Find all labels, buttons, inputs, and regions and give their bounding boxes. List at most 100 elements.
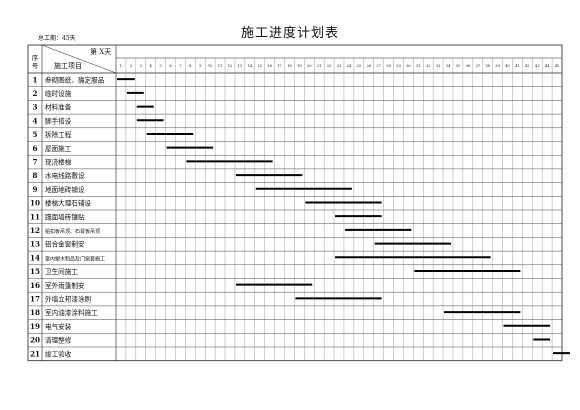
table-row: 3 材料准备	[32, 103, 154, 112]
row-number: 3	[32, 103, 37, 112]
day-number: 26	[366, 64, 371, 68]
task-name: 材料准备	[45, 103, 72, 112]
day-number: 43	[535, 64, 540, 68]
day-number: 4	[150, 64, 153, 68]
day-number: 15	[257, 64, 262, 68]
table-row: 19 电气安装	[30, 322, 551, 331]
row-number: 5	[32, 130, 37, 139]
task-name: 临时设施	[45, 89, 72, 98]
day-number: 23	[337, 64, 342, 68]
row-number: 19	[30, 322, 40, 331]
row-number: 21	[30, 349, 40, 358]
task-name: 室外雨篷制安	[45, 281, 85, 290]
day-number: 8	[189, 64, 192, 68]
day-number: 17	[277, 64, 282, 68]
task-name: 室内油漆涂料施工	[45, 308, 98, 317]
day-number: 32	[426, 64, 431, 68]
day-number: 45	[555, 64, 560, 68]
task-name: 拆除工程	[45, 130, 72, 139]
day-number: 25	[357, 64, 362, 68]
task-name: 脚手搭设	[45, 116, 72, 125]
day-number: 29	[396, 64, 401, 68]
day-number: 31	[416, 64, 421, 68]
task-name: 外墙立邦漆涂刷	[45, 295, 92, 304]
day-number: 35	[456, 64, 461, 68]
day-number: 41	[515, 64, 520, 68]
day-number: 42	[525, 64, 530, 68]
row-number: 11	[30, 212, 40, 221]
table-row: 13 铝合金窗制安	[30, 240, 451, 249]
day-number: 10	[208, 64, 213, 68]
task-name: 电气安装	[45, 322, 72, 331]
day-number: 1	[120, 64, 122, 68]
row-number: 8	[32, 171, 37, 180]
table-row: 12 铝扣板吊顶、石膏板吊顶	[30, 226, 412, 235]
row-number: 9	[32, 185, 37, 194]
table-row: 11 蹋面墙砖镶贴	[30, 212, 382, 221]
row-number: 18	[30, 308, 40, 317]
header-day: 第 X天	[90, 47, 111, 56]
day-number: 30	[406, 64, 411, 68]
day-number: 5	[159, 64, 162, 68]
row-number: 17	[30, 295, 40, 304]
table-row: 4 脚手搭设	[32, 116, 164, 125]
day-number: 16	[267, 64, 272, 68]
table-grid	[27, 44, 563, 362]
day-number: 7	[179, 64, 182, 68]
task-name: 清理整修	[45, 336, 72, 345]
row-number: 20	[30, 336, 40, 345]
day-number: 3	[140, 64, 143, 68]
table-row: 8 水电线路敷设	[32, 171, 303, 180]
day-number: 19	[297, 64, 302, 68]
task-name: 蹋面墙砖镶贴	[45, 212, 85, 221]
table-row: 17 外墙立邦漆涂刷	[30, 295, 382, 304]
task-name: 竣工验收	[45, 349, 72, 358]
row-number: 13	[30, 240, 40, 249]
day-number: 40	[505, 64, 510, 68]
day-number: 18	[287, 64, 292, 68]
task-name: 卫生间施工	[45, 267, 78, 276]
day-number: 24	[347, 64, 352, 68]
row-number: 14	[30, 253, 40, 262]
task-name: 楼梯大理石铺设	[45, 199, 92, 208]
row-number: 16	[30, 281, 40, 290]
day-number: 39	[495, 64, 500, 68]
day-number: 11	[218, 64, 223, 68]
table-row: 20 清理整修	[30, 336, 551, 345]
task-name: 叁砌图纸、确定服品	[45, 75, 105, 84]
task-name: 水电线路敷设	[45, 171, 85, 180]
row-number: 15	[30, 267, 40, 276]
day-number: 14	[248, 64, 253, 68]
day-number: 27	[376, 64, 381, 68]
day-number: 36	[466, 64, 471, 68]
day-number: 12	[228, 64, 233, 68]
day-number: 9	[199, 64, 202, 68]
day-number: 6	[169, 64, 172, 68]
table-row: 15 卫生间施工	[30, 267, 521, 276]
day-number: 37	[475, 64, 480, 68]
day-number: 38	[485, 64, 490, 68]
header-seq: 序号	[32, 53, 39, 70]
row-number: 7	[32, 158, 37, 167]
row-number: 12	[30, 226, 40, 235]
row-number: 4	[32, 116, 37, 125]
table-row: 21 竣工验收	[30, 349, 570, 358]
table-border	[27, 44, 563, 362]
day-number: 2	[130, 64, 132, 68]
table-header: 序号 施工项目 第 X天	[32, 47, 111, 70]
task-name: 铝合金窗制安	[45, 240, 85, 249]
task-name: 铝扣板吊顶、石膏板吊顶	[45, 228, 100, 235]
task-name: 屋面施工	[45, 144, 72, 153]
day-number: 13	[238, 64, 243, 68]
header-diagonal	[41, 44, 117, 74]
table-row: 5 拆除工程	[32, 130, 194, 139]
